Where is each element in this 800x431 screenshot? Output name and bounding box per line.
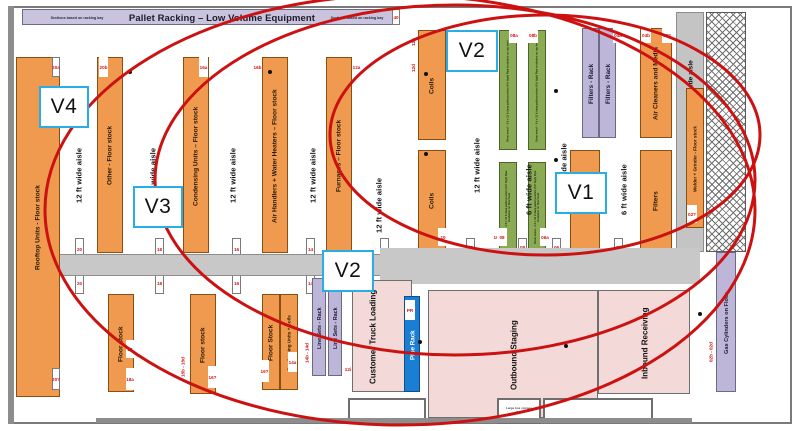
pick-point [698, 312, 702, 316]
pick-point [554, 158, 558, 162]
rack-label: Sheet metal – 3 ft x 12 ft deep pallet p… [506, 40, 510, 142]
bay-tag-pr: PR [405, 300, 415, 320]
bay-tag-04b: 04b [641, 27, 651, 43]
bay-tag-08-lower: 08 [497, 228, 507, 246]
rack-label: Filters - Rack [588, 63, 595, 105]
bay-tag-18a: 18a [126, 368, 134, 390]
bay-tag-20a: 20a [52, 57, 60, 77]
bay-tag-12b: 12b [411, 38, 416, 46]
rack-condensing-units[interactable]: Condensing Units – Floor stock [183, 57, 209, 253]
callout-v2-top[interactable]: V2 [446, 30, 498, 72]
room-label: Inbound Receiving [640, 307, 650, 379]
bay-tag-12d: 12d [411, 64, 416, 72]
rack-label: Other - Floor stock [106, 126, 114, 186]
rack-coils-top[interactable]: Coils [418, 30, 446, 140]
bay-tag-02q: 02? [687, 205, 697, 223]
rack-label: Air Handlers + Water Heaters – Floor sto… [271, 89, 279, 223]
callout-label: V2 [458, 39, 486, 62]
rack-line-sets-2[interactable]: Line Sets - Rack [328, 278, 342, 376]
pick-point [268, 70, 272, 74]
rack-furnaces[interactable]: Furnaces – Floor stock [326, 57, 352, 253]
bay-tag-16r: 16? [260, 360, 269, 382]
bay-tag-2a: 02? [662, 27, 672, 43]
rack-sheet-metal-1[interactable]: Sheet metal – 3 ft x 12 ft deep pallet p… [499, 30, 517, 150]
rack-filters-rack-2[interactable]: Filters - Rack [599, 28, 616, 138]
aisle-label-16: 12 ft wide aisle [228, 147, 238, 203]
bottom-wall [96, 418, 692, 423]
bay-tag-10a: 10 [438, 228, 448, 246]
rack-filters-rack-1[interactable]: Filters - Rack [582, 28, 599, 138]
rack-label: Air Cleaners and Media [652, 47, 660, 121]
rack-air-cleaners-media[interactable]: Air Cleaners and Media [640, 28, 672, 138]
bay-tag-40: 40 [392, 9, 400, 25]
callout-label: V2 [334, 259, 362, 282]
rack-label: Coils [428, 77, 436, 95]
bay-tag-rooftop: 20? [52, 368, 60, 390]
callout-v4[interactable]: V4 [39, 86, 89, 128]
callout-v1[interactable]: V1 [555, 172, 607, 214]
bay-tag-14a: 14a [288, 352, 297, 372]
rack-sheet-metal-2[interactable]: Sheet metal – 3 ft x 12 ft deep pallet p… [528, 30, 546, 150]
dock-hatched-area [706, 12, 746, 252]
rack-air-handlers-water-heaters[interactable]: Air Handlers + Water Heaters – Floor sto… [262, 57, 288, 253]
aisle-label-04: 6 ft wide aisle [619, 164, 629, 216]
bottom-box-text: Large box storage (1/2) [505, 406, 532, 414]
bay-tag-08b: 08b [528, 27, 538, 43]
bay-tag-12a: 12a [352, 57, 361, 77]
rack-label: Condensing Units + Coils [286, 315, 292, 371]
callout-label: V4 [50, 95, 78, 118]
rack-label: Condensing Units – Floor stock [192, 106, 200, 206]
room-inbound-receiving[interactable]: Inbound Receiving [598, 290, 690, 394]
rack-label: Line Sets - Rack [333, 307, 339, 349]
rack-label: Line Sets - Rack [317, 307, 323, 349]
callout-v2-bottom[interactable]: V2 [322, 250, 374, 292]
bay-tag-14b-14d: 14b - 14d [304, 343, 310, 363]
rack-gas-cylinders[interactable]: Gas Cylinders on Floor [716, 252, 736, 392]
rack-label: Furnaces – Floor stock [335, 119, 343, 193]
pick-point [424, 72, 428, 76]
page-title: Pallet Racking – Low Volume Equipment [128, 12, 316, 24]
header-left-note: Sections based on racking bay [50, 16, 104, 20]
room-customer-truck-loading[interactable]: Customer Truck Loading [352, 280, 412, 392]
aisle-label-08: 6 ft wide aisle [524, 164, 534, 216]
pick-point [418, 340, 422, 344]
rack-label: Filters - Rack [605, 63, 612, 105]
bay-tag-18c: 18 [126, 340, 134, 358]
bay-tag-16b: 16b [253, 57, 262, 77]
bay-tag-08a: 08a [509, 27, 519, 43]
pick-point [554, 89, 558, 93]
pick-point [128, 70, 132, 74]
callout-v3[interactable]: V3 [133, 186, 183, 228]
bay-tag-02b-02d: 02b - 02d [708, 342, 714, 362]
bay-tag-04a: 04a [613, 27, 623, 43]
main-east-west-aisle-right[interactable] [380, 248, 700, 284]
rack-label: Sheet metal – 3 ft x 12 ft deep pallet p… [535, 40, 539, 142]
pick-point [424, 152, 428, 156]
bay-tag-18b-18d: 18b - 18d [180, 357, 186, 377]
rack-label: Filters [652, 191, 660, 211]
rack-other-floor-stock[interactable]: Other - Floor stock [97, 57, 123, 253]
bay-tag-16q: 16? [208, 366, 217, 388]
header-right-note: Sections based on racking bay [330, 16, 384, 20]
aisle-label-14: 12 ft wide aisle [308, 147, 318, 203]
callout-label: V3 [144, 195, 172, 218]
rack-filters[interactable]: Filters [640, 150, 672, 250]
header-band: Sections based on racking bay Pallet Rac… [22, 9, 397, 25]
bay-tag-16a: 16a [199, 57, 208, 77]
left-wall [8, 6, 14, 424]
rack-condensing-units-coils[interactable]: Condensing Units + Coils [280, 294, 298, 390]
aisle-label-10: 12 ft wide aisle [472, 137, 482, 193]
rack-label: Gas Cylinders on Floor [724, 292, 730, 354]
bay-tag-20b: 20b [99, 57, 108, 77]
room-label: Customer Truck Loading [368, 289, 378, 385]
rack-line-sets-1[interactable]: Line Sets - Rack [312, 278, 326, 376]
pick-point [564, 344, 568, 348]
callout-label: V1 [567, 181, 595, 204]
